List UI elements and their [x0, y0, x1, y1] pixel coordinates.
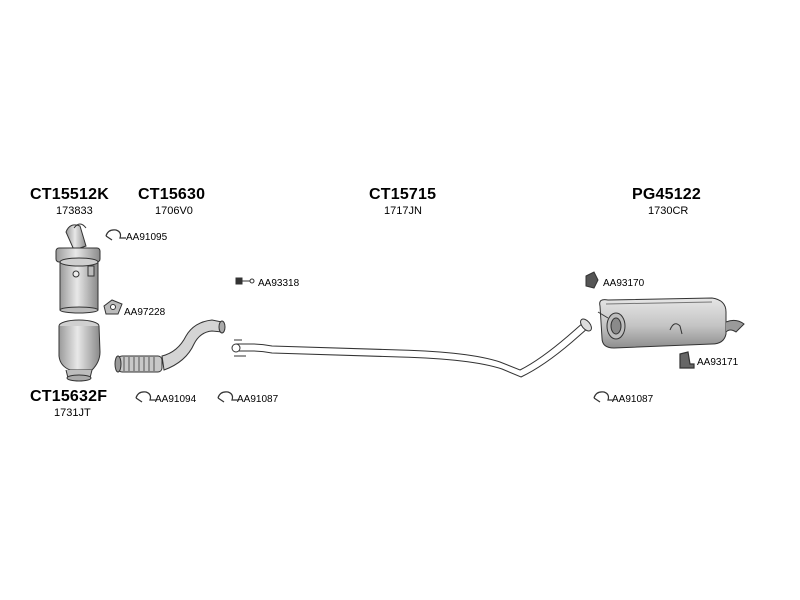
clamp-icon-aa91094 [135, 391, 156, 403]
gasket-icon [103, 299, 123, 315]
part-code-ct15630: CT15630 [138, 186, 206, 203]
part-number-173833: 173833 [56, 205, 93, 217]
part-code-ct15715: CT15715 [369, 186, 437, 203]
clamp-icon-aa91087-right [593, 391, 614, 403]
accessory-label-aa91087-left: AA91087 [237, 394, 279, 405]
front-pipe-ct15630 [114, 319, 226, 373]
bolt-icon [235, 277, 255, 285]
accessory-label-aa91095: AA91095 [126, 232, 168, 243]
part-number-1706v0: 1706V0 [155, 205, 193, 217]
part-number-1730cr: 1730CR [648, 205, 689, 217]
part-number-1717jn: 1717JN [384, 205, 422, 217]
rubber-mount-icon [585, 271, 599, 289]
accessory-label-aa91087-right: AA91087 [612, 394, 654, 405]
part-code-ct15512k: CT15512K [30, 186, 109, 203]
accessory-label-aa93171: AA93171 [697, 357, 739, 368]
catalyst-ct15632f [58, 319, 101, 382]
part-code-ct15632f: CT15632F [30, 388, 108, 405]
particulate-filter-ct15512k [55, 223, 101, 314]
accessory-label-aa97228: AA97228 [124, 307, 166, 318]
bracket-icon [679, 351, 695, 369]
rear-muffler-pg45122 [597, 297, 745, 349]
accessory-label-aa91094: AA91094 [155, 394, 197, 405]
accessory-label-aa93318: AA93318 [258, 278, 300, 289]
intermediate-pipe-ct15715 [231, 318, 592, 378]
clamp-icon [105, 229, 126, 241]
part-number-1731jt: 1731JT [54, 407, 91, 419]
part-code-pg45122: PG45122 [632, 186, 702, 203]
clamp-icon-aa91087-left [217, 391, 238, 403]
accessory-label-aa93170: AA93170 [603, 278, 645, 289]
